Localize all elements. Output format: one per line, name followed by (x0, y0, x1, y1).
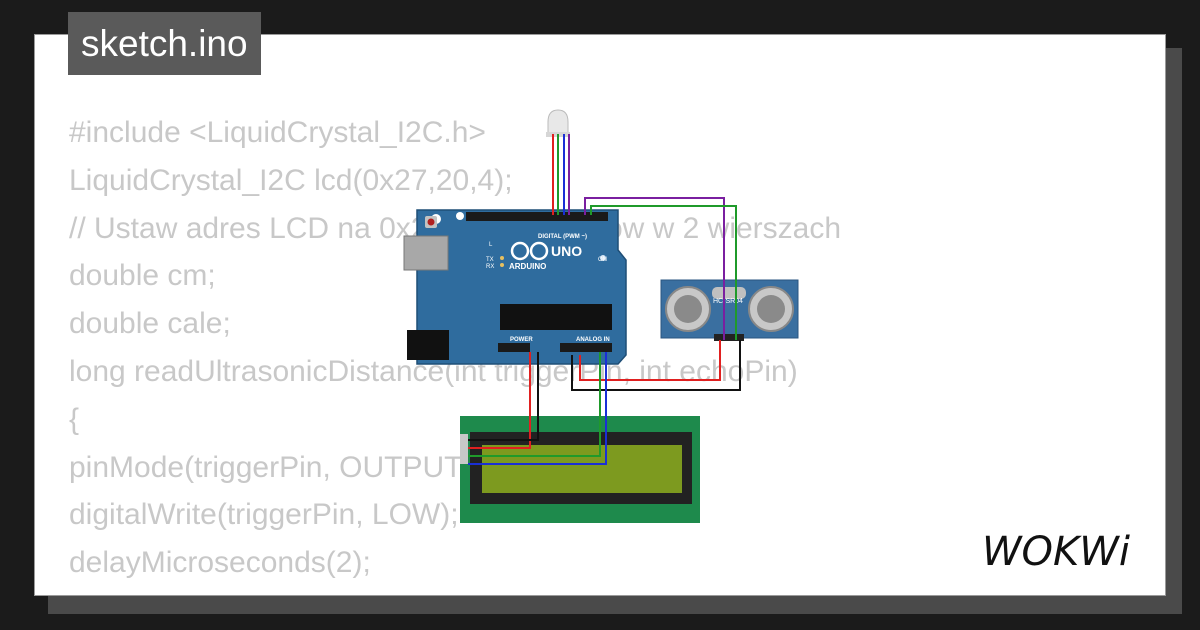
code-line: LiquidCrystal_I2C lcd(0x27,20,4); (69, 163, 513, 197)
wokwi-logo: WOKWi (982, 529, 1130, 575)
code-line: digitalWrite(triggerPin, LOW); (69, 498, 459, 532)
lcd-1602-display (460, 416, 700, 523)
arduino-model-label: UNO (551, 243, 582, 259)
arduino-uno-board: ARDUINO UNO DIGITAL (PWM ~) ANALOG IN PO… (403, 209, 627, 365)
code-line: pinMode(triggerPin, OUTPUT); (69, 450, 481, 484)
wokwi-logo-text: WOKWi (982, 529, 1130, 575)
power-pins-label: POWER (510, 337, 533, 343)
tx-led-label: TX (486, 257, 494, 263)
led-icon (546, 109, 570, 137)
code-line: double cale; (69, 307, 231, 341)
code-line: double cm; (69, 259, 216, 293)
sensor-label: HC-SR04 (713, 298, 743, 305)
wires (468, 134, 741, 465)
sketch-filename-tab: sketch.ino (68, 12, 261, 75)
code-line: { (69, 402, 80, 436)
ultrasonic-sensor: HC-SR04 (660, 279, 799, 341)
code-line: long readUltrasonicDistance(int triggerP… (69, 354, 798, 388)
code-line: #include <LiquidCrystal_I2C.h> (69, 116, 486, 149)
digital-pins-label: DIGITAL (PWM ~) (538, 234, 587, 240)
on-led-label: ON (598, 257, 607, 263)
code-listing: #include <LiquidCrystal_I2C.h> LiquidCrys… (69, 109, 841, 595)
arduino-logo-icon (510, 241, 549, 261)
rx-led-label: RX (486, 264, 494, 270)
analog-pins-label: ANALOG IN (576, 337, 610, 343)
code-line: delayMicroseconds(2); (69, 546, 371, 580)
l-led-label: L (489, 242, 493, 248)
code-line: // Ustawia pin trigger w stan HIGH na 10… (69, 587, 841, 595)
arduino-brand-label: ARDUINO (509, 262, 546, 271)
